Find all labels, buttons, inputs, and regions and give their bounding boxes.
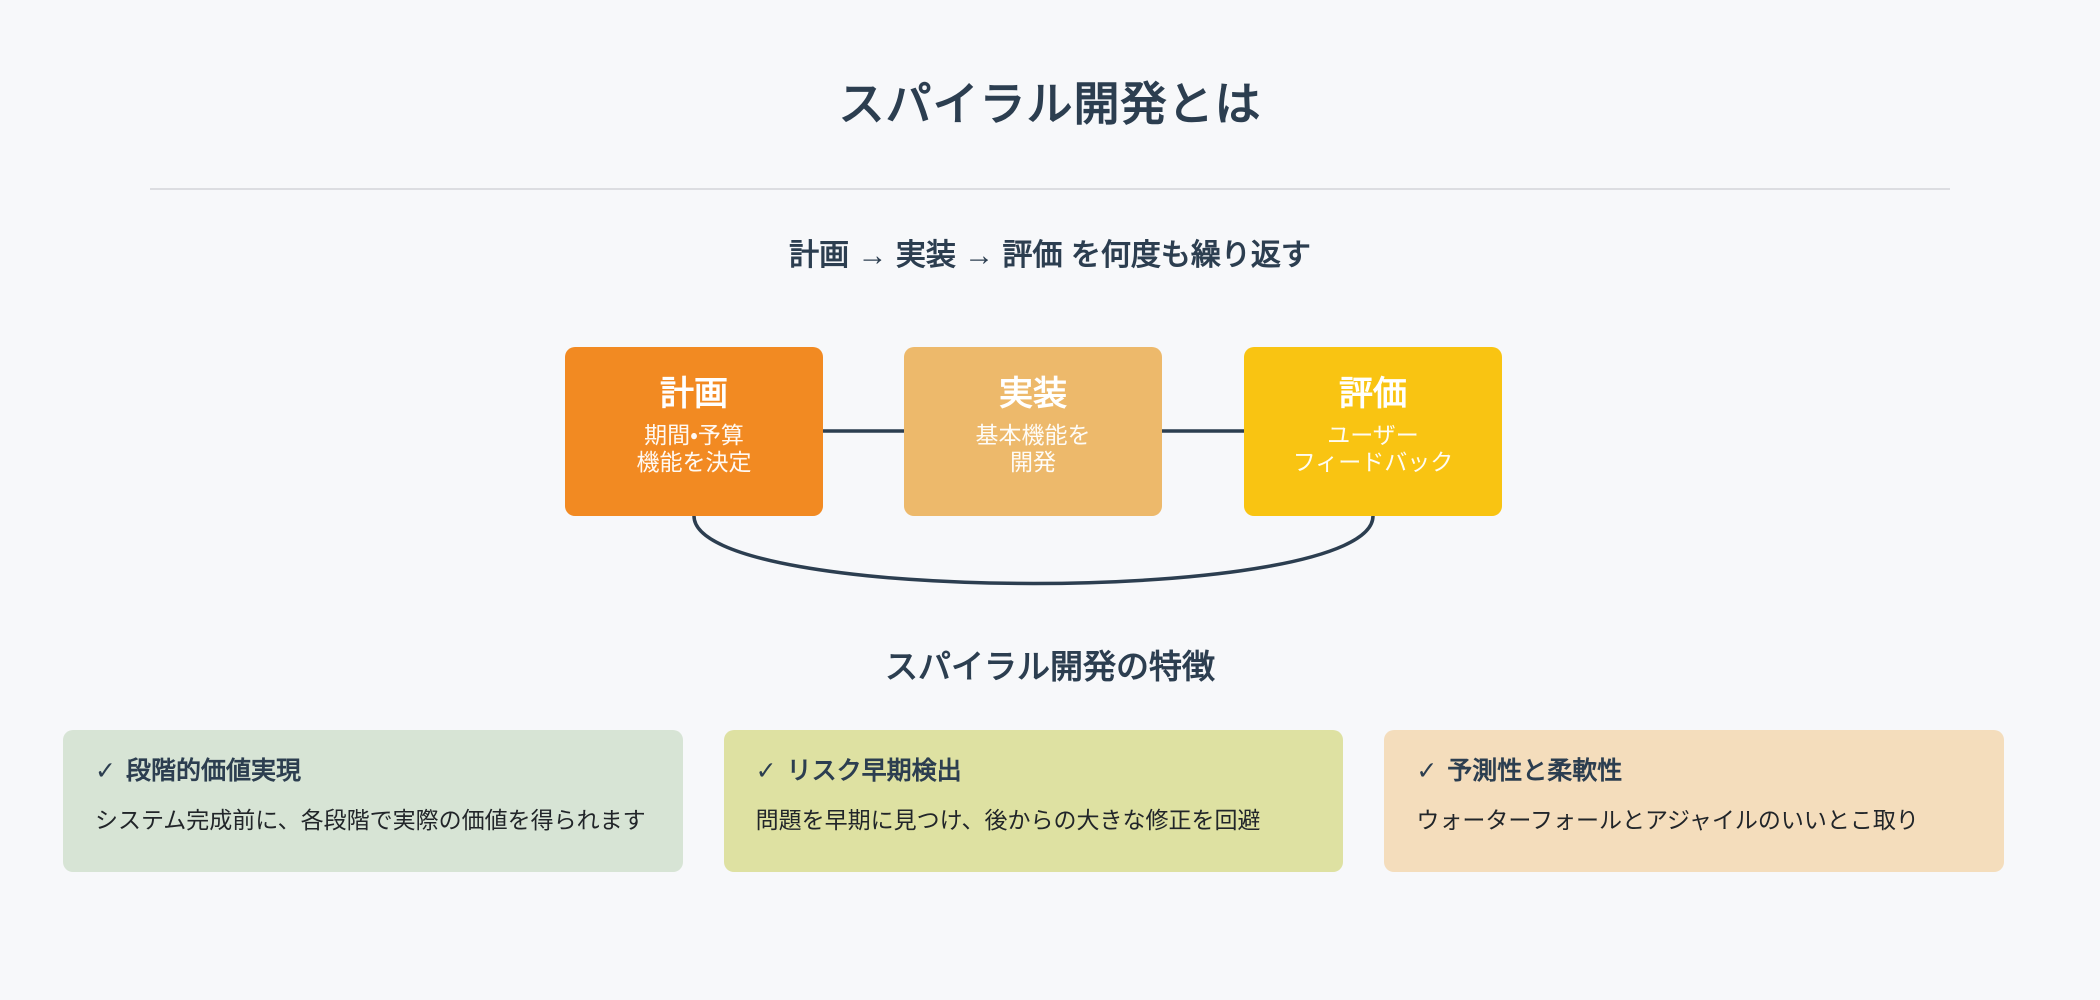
check-icon: ✓ bbox=[95, 757, 116, 785]
feature-card-early-risk-detection: ✓ リスク早期検出 問題を早期に見つけ、後からの大きな修正を回避 bbox=[723, 730, 1344, 872]
loop-back-arc bbox=[692, 515, 1375, 586]
step-label: 実装 bbox=[999, 375, 1067, 413]
feature-description: ウォーターフォールとアジャイルのいいとこ取り bbox=[1416, 807, 1919, 833]
feature-heading: ✓ 段階的価値実現 bbox=[95, 756, 651, 786]
cycle-subtitle: 計画 → 実装 → 評価 を何度も繰り返す bbox=[789, 239, 1311, 272]
step-description: 期間・予算 機能を決定 bbox=[637, 422, 752, 476]
check-icon: ✓ bbox=[1416, 757, 1438, 785]
step-description-line: 期間・予算 bbox=[644, 422, 744, 448]
step-description-line: ユーザー bbox=[1327, 422, 1419, 448]
step-description: ユーザー フィードバック bbox=[1293, 422, 1454, 476]
feature-title: 段階的価値実現 bbox=[125, 757, 301, 785]
step-description: 基本機能を 開発 bbox=[976, 422, 1091, 476]
divider bbox=[150, 188, 1950, 190]
step-box-plan: 計画 期間・予算 機能を決定 bbox=[565, 347, 823, 516]
check-icon: ✓ bbox=[755, 757, 777, 785]
step-description-line: 開発 bbox=[1010, 449, 1056, 475]
feature-title: 予測性と柔軟性 bbox=[1447, 757, 1623, 785]
step-description-line: 機能を決定 bbox=[636, 449, 752, 475]
feature-heading: ✓ リスク早期検出 bbox=[756, 756, 1312, 786]
features-row: ✓ 段階的価値実現 システム完成前に、各段階で実際の価値を得られます ✓ リスク… bbox=[63, 730, 2005, 872]
feature-description: 問題を早期に見つけ、後からの大きな修正を回避 bbox=[755, 807, 1261, 833]
page-title: スパイラル開発とは bbox=[838, 78, 1262, 130]
step-label: 計画 bbox=[660, 375, 728, 413]
feature-title: リスク早期検出 bbox=[786, 757, 962, 785]
step-box-evaluate: 評価 ユーザー フィードバック bbox=[1244, 347, 1502, 516]
features-section-title: スパイラル開発の特徴 bbox=[885, 648, 1215, 685]
feature-description: システム完成前に、各段階で実際の価値を得られます bbox=[95, 807, 646, 833]
step-description-line: フィードバック bbox=[1292, 449, 1454, 475]
feature-card-predictability-flexibility: ✓ 予測性と柔軟性 ウォーターフォールとアジャイルのいいとこ取り bbox=[1384, 730, 2005, 872]
step-description-line: 基本機能を bbox=[975, 422, 1091, 448]
feature-heading: ✓ 予測性と柔軟性 bbox=[1416, 756, 1972, 786]
feature-card-incremental-value: ✓ 段階的価値実現 システム完成前に、各段階で実際の価値を得られます bbox=[63, 730, 683, 872]
step-label: 評価 bbox=[1339, 375, 1407, 413]
step-box-build: 実装 基本機能を 開発 bbox=[904, 347, 1162, 516]
